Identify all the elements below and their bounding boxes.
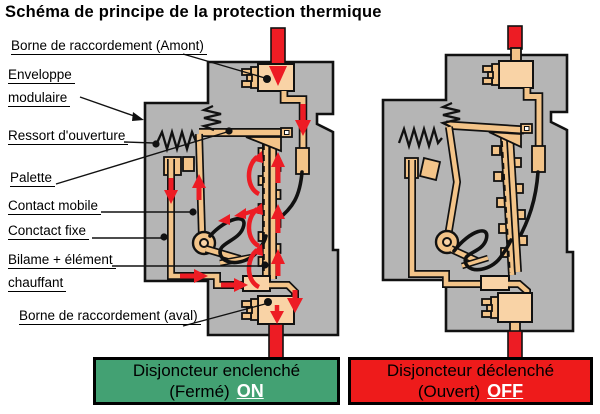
callout-bilame-2: chauffant (8, 275, 67, 292)
callout-contact-fixe: Conctact fixe (8, 223, 90, 240)
callout-borne-aval: Borne de raccordement (aval) (19, 308, 201, 325)
terminal-screw-icon (241, 298, 259, 321)
callout-enveloppe-2: modulaire (8, 90, 71, 107)
mobile-contact-pad (182, 156, 195, 172)
opening-spring-icon (154, 127, 201, 154)
incoming-current-bar (507, 25, 523, 50)
outgoing-current-bar (507, 330, 523, 359)
fixed-contact-strip (408, 160, 483, 288)
terminal-aval-block (497, 292, 533, 323)
callout-palette: Palette (10, 170, 56, 187)
mobile-contact-pad (418, 156, 442, 182)
callout-contact-mobile: Contact mobile (8, 198, 102, 215)
latch-spring-icon (439, 101, 461, 129)
callout-borne-amont: Borne de raccordement (Amont) (11, 38, 207, 55)
status-banner-on: Disjoncteur enclenché (Fermé) ON (93, 357, 340, 405)
outgoing-current-bar (268, 323, 284, 359)
callout-leader-lines (55, 53, 272, 327)
palette-bar (445, 120, 533, 135)
terminal-amont-block (498, 60, 534, 89)
terminal-stub (510, 47, 522, 63)
opening-spring-icon (397, 124, 443, 151)
pivot-axle (442, 237, 452, 247)
arrowhead-icon (132, 112, 144, 121)
callout-ressort: Ressort d'ouverture (8, 128, 129, 145)
banner-on-line1: Disjoncteur enclenché (132, 361, 301, 380)
terminal-screw-icon (481, 296, 499, 319)
pivot-axle (199, 238, 209, 248)
banner-on-state: ON (236, 381, 264, 401)
page-title: Schéma de principe de la protection ther… (5, 3, 382, 21)
status-banner-off: Disjoncteur déclenché (Ouvert) OFF (348, 357, 593, 405)
incoming-current-bar (270, 27, 286, 67)
callout-enveloppe-1: Enveloppe (8, 67, 75, 84)
breaker-on-diagram (143, 27, 340, 359)
banner-on-prefix: (Fermé) (169, 382, 230, 401)
banner-on-line2: (Fermé) ON (169, 381, 263, 402)
heating-element-block (480, 275, 510, 291)
current-arrow-in (269, 66, 287, 86)
upstream-conductor (522, 88, 546, 173)
flexible-braid (452, 229, 513, 272)
banner-off-prefix: (Ouvert) (417, 382, 481, 401)
mobile-contact-arm (444, 126, 462, 237)
banner-off-state: OFF (487, 381, 524, 401)
current-flow-arrows (164, 104, 311, 324)
banner-off-line2: (Ouvert) OFF (418, 381, 523, 402)
callout-bilame-1: Bilame + élément (8, 252, 116, 269)
banner-off-line1: Disjoncteur déclenché (386, 361, 555, 380)
palette-bar (199, 127, 293, 138)
breaker-off-diagram (381, 25, 575, 359)
bilame-strip (491, 137, 528, 276)
latch-spring-icon (200, 104, 222, 132)
terminal-screw-icon (482, 63, 500, 86)
